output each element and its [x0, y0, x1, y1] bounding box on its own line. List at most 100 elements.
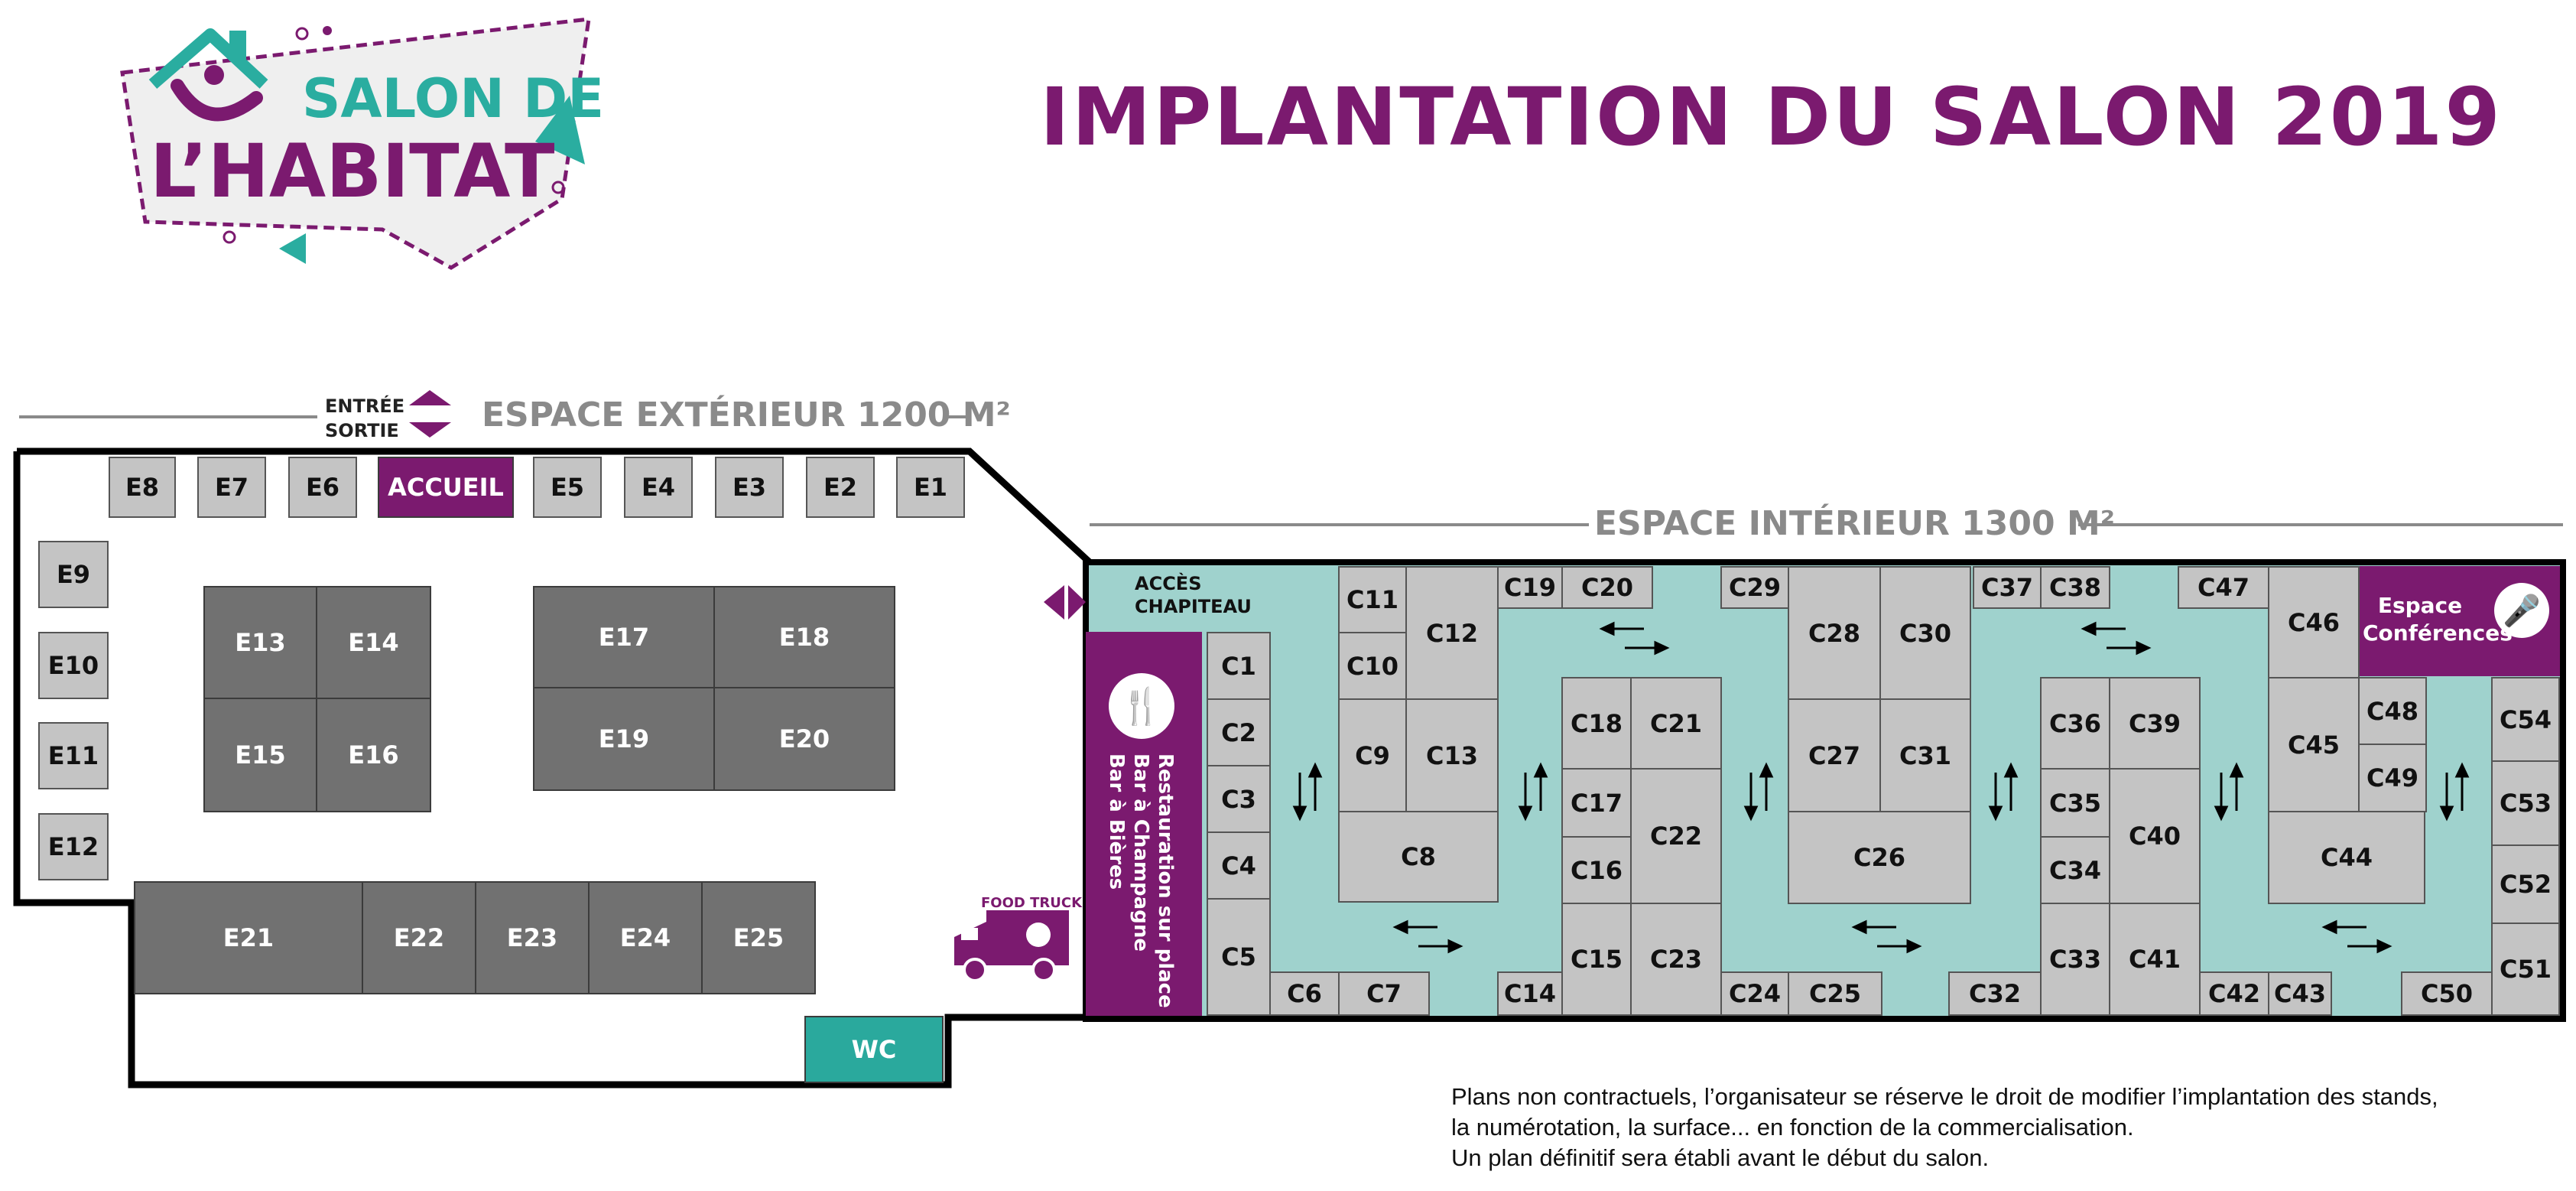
stand-C47[interactable]: C47	[2178, 566, 2269, 609]
stand-C12[interactable]: C12	[1405, 566, 1499, 700]
stand-C25[interactable]: C25	[1788, 971, 1882, 1016]
stand-C42[interactable]: C42	[2199, 971, 2269, 1016]
stand-C2[interactable]: C2	[1207, 698, 1271, 766]
stand-C31[interactable]: C31	[1879, 698, 1971, 812]
stand-E17[interactable]: E17	[533, 586, 715, 688]
stand-C46[interactable]: C46	[2268, 566, 2360, 678]
stand-E1[interactable]: E1	[896, 457, 965, 518]
stand-C45[interactable]: C45	[2268, 677, 2360, 812]
stand-C43[interactable]: C43	[2268, 971, 2332, 1016]
stand-C19[interactable]: C19	[1497, 566, 1563, 609]
stand-C28[interactable]: C28	[1788, 566, 1881, 700]
stand-E9[interactable]: E9	[38, 541, 109, 608]
stand-E13[interactable]: E13	[203, 586, 317, 699]
stand-E12[interactable]: E12	[38, 813, 109, 880]
logo-text-top: SALON DE	[302, 67, 605, 130]
logo-text-bottom: L’HABITAT	[150, 129, 555, 214]
food-truck-label: FOOD TRUCK	[981, 895, 1083, 911]
stand-C51[interactable]: C51	[2491, 923, 2560, 1016]
stand-C39[interactable]: C39	[2109, 677, 2201, 770]
circulation-arrows	[1292, 621, 2470, 954]
stand-C23[interactable]: C23	[1630, 903, 1722, 1016]
stand-E10[interactable]: E10	[38, 632, 109, 699]
stand-E25[interactable]: E25	[701, 881, 816, 994]
interior-header: ESPACE INTÉRIEUR 1300 M²	[1594, 504, 2116, 543]
stand-E2[interactable]: E2	[806, 457, 875, 518]
stand-C24[interactable]: C24	[1720, 971, 1789, 1016]
restauration-line3: Bar à Bières	[1105, 753, 1128, 890]
entree-label: ENTRÉE	[325, 395, 405, 417]
stand-C9[interactable]: C9	[1338, 698, 1407, 812]
acces-chapiteau-label: ACCÈS CHAPITEAU	[1135, 573, 1252, 617]
restauration-text: Restauration sur place Bar à Champagne B…	[1104, 753, 1178, 1008]
stand-C40[interactable]: C40	[2109, 768, 2201, 904]
stand-E5[interactable]: E5	[533, 457, 602, 518]
stand-C37[interactable]: C37	[1973, 566, 2042, 609]
stand-C18[interactable]: C18	[1561, 677, 1632, 770]
stand-C30[interactable]: C30	[1879, 566, 1971, 700]
stand-E8[interactable]: E8	[109, 457, 176, 518]
stand-E20[interactable]: E20	[713, 687, 895, 791]
sortie-label: SORTIE	[325, 420, 399, 441]
stand-C13[interactable]: C13	[1405, 698, 1499, 812]
stand-C4[interactable]: C4	[1207, 831, 1271, 900]
stand-E22[interactable]: E22	[362, 881, 476, 994]
stand-E4[interactable]: E4	[624, 457, 693, 518]
stand-E21[interactable]: E21	[134, 881, 363, 994]
stand-C5[interactable]: C5	[1207, 898, 1271, 1016]
stand-C26[interactable]: C26	[1788, 811, 1971, 904]
stand-C35[interactable]: C35	[2040, 768, 2110, 838]
stand-C3[interactable]: C3	[1207, 765, 1271, 833]
stand-C38[interactable]: C38	[2040, 566, 2110, 609]
stand-E3[interactable]: E3	[715, 457, 784, 518]
stand-C10[interactable]: C10	[1338, 632, 1407, 700]
stand-E11[interactable]: E11	[38, 722, 109, 789]
stand-E16[interactable]: E16	[316, 698, 431, 812]
stand-C50[interactable]: C50	[2401, 971, 2493, 1016]
stand-C36[interactable]: C36	[2040, 677, 2110, 770]
stand-C20[interactable]: C20	[1561, 566, 1653, 609]
stand-C8[interactable]: C8	[1338, 811, 1499, 903]
stand-E15[interactable]: E15	[203, 698, 317, 812]
stand-C22[interactable]: C22	[1630, 768, 1722, 904]
stand-E24[interactable]: E24	[588, 881, 703, 994]
stand-C44[interactable]: C44	[2268, 811, 2425, 904]
stand-C53[interactable]: C53	[2491, 760, 2560, 846]
note-line2: la numérotation, la surface... en foncti…	[1451, 1114, 2134, 1141]
stand-C6[interactable]: C6	[1269, 971, 1340, 1016]
stand-C7[interactable]: C7	[1338, 971, 1430, 1016]
stand-C41[interactable]: C41	[2109, 903, 2201, 1016]
stand-E19[interactable]: E19	[533, 687, 715, 791]
wc-area[interactable]: WC	[804, 1016, 944, 1083]
note-line3: Un plan définitif sera établi avant le d…	[1451, 1144, 1990, 1171]
stand-C54[interactable]: C54	[2491, 677, 2560, 762]
stand-C48[interactable]: C48	[2358, 677, 2427, 745]
stand-C16[interactable]: C16	[1561, 836, 1632, 904]
stand-C21[interactable]: C21	[1630, 677, 1722, 770]
stand-C17[interactable]: C17	[1561, 768, 1632, 838]
restauration-line1: Restauration sur place	[1154, 753, 1177, 1008]
stand-C1[interactable]: C1	[1207, 632, 1271, 700]
food-truck-icon	[954, 910, 1069, 982]
stand-E18[interactable]: E18	[713, 586, 895, 688]
logo-graphic	[120, 17, 591, 270]
stand-E6[interactable]: E6	[288, 457, 357, 518]
stand-E14[interactable]: E14	[316, 586, 431, 699]
restaurant-icon: 🍴	[1109, 673, 1174, 739]
stand-C29[interactable]: C29	[1720, 566, 1789, 609]
stand-E23[interactable]: E23	[475, 881, 590, 994]
stand-C27[interactable]: C27	[1788, 698, 1881, 812]
stand-C15[interactable]: C15	[1561, 903, 1632, 1016]
exterior-header: ESPACE EXTÉRIEUR 1200 M²	[482, 395, 1011, 434]
stand-C32[interactable]: C32	[1948, 971, 2042, 1016]
stand-E7[interactable]: E7	[197, 457, 266, 518]
stand-accueil[interactable]: ACCUEIL	[378, 457, 514, 518]
stand-C11[interactable]: C11	[1338, 566, 1407, 633]
disclaimer-note: Plans non contractuels, l’organisateur s…	[1451, 1082, 2438, 1173]
stand-C33[interactable]: C33	[2040, 903, 2110, 1016]
stand-C52[interactable]: C52	[2491, 844, 2560, 924]
stand-C34[interactable]: C34	[2040, 836, 2110, 904]
stand-C49[interactable]: C49	[2358, 744, 2427, 812]
note-line1: Plans non contractuels, l’organisateur s…	[1451, 1083, 2438, 1110]
stand-C14[interactable]: C14	[1497, 971, 1563, 1016]
